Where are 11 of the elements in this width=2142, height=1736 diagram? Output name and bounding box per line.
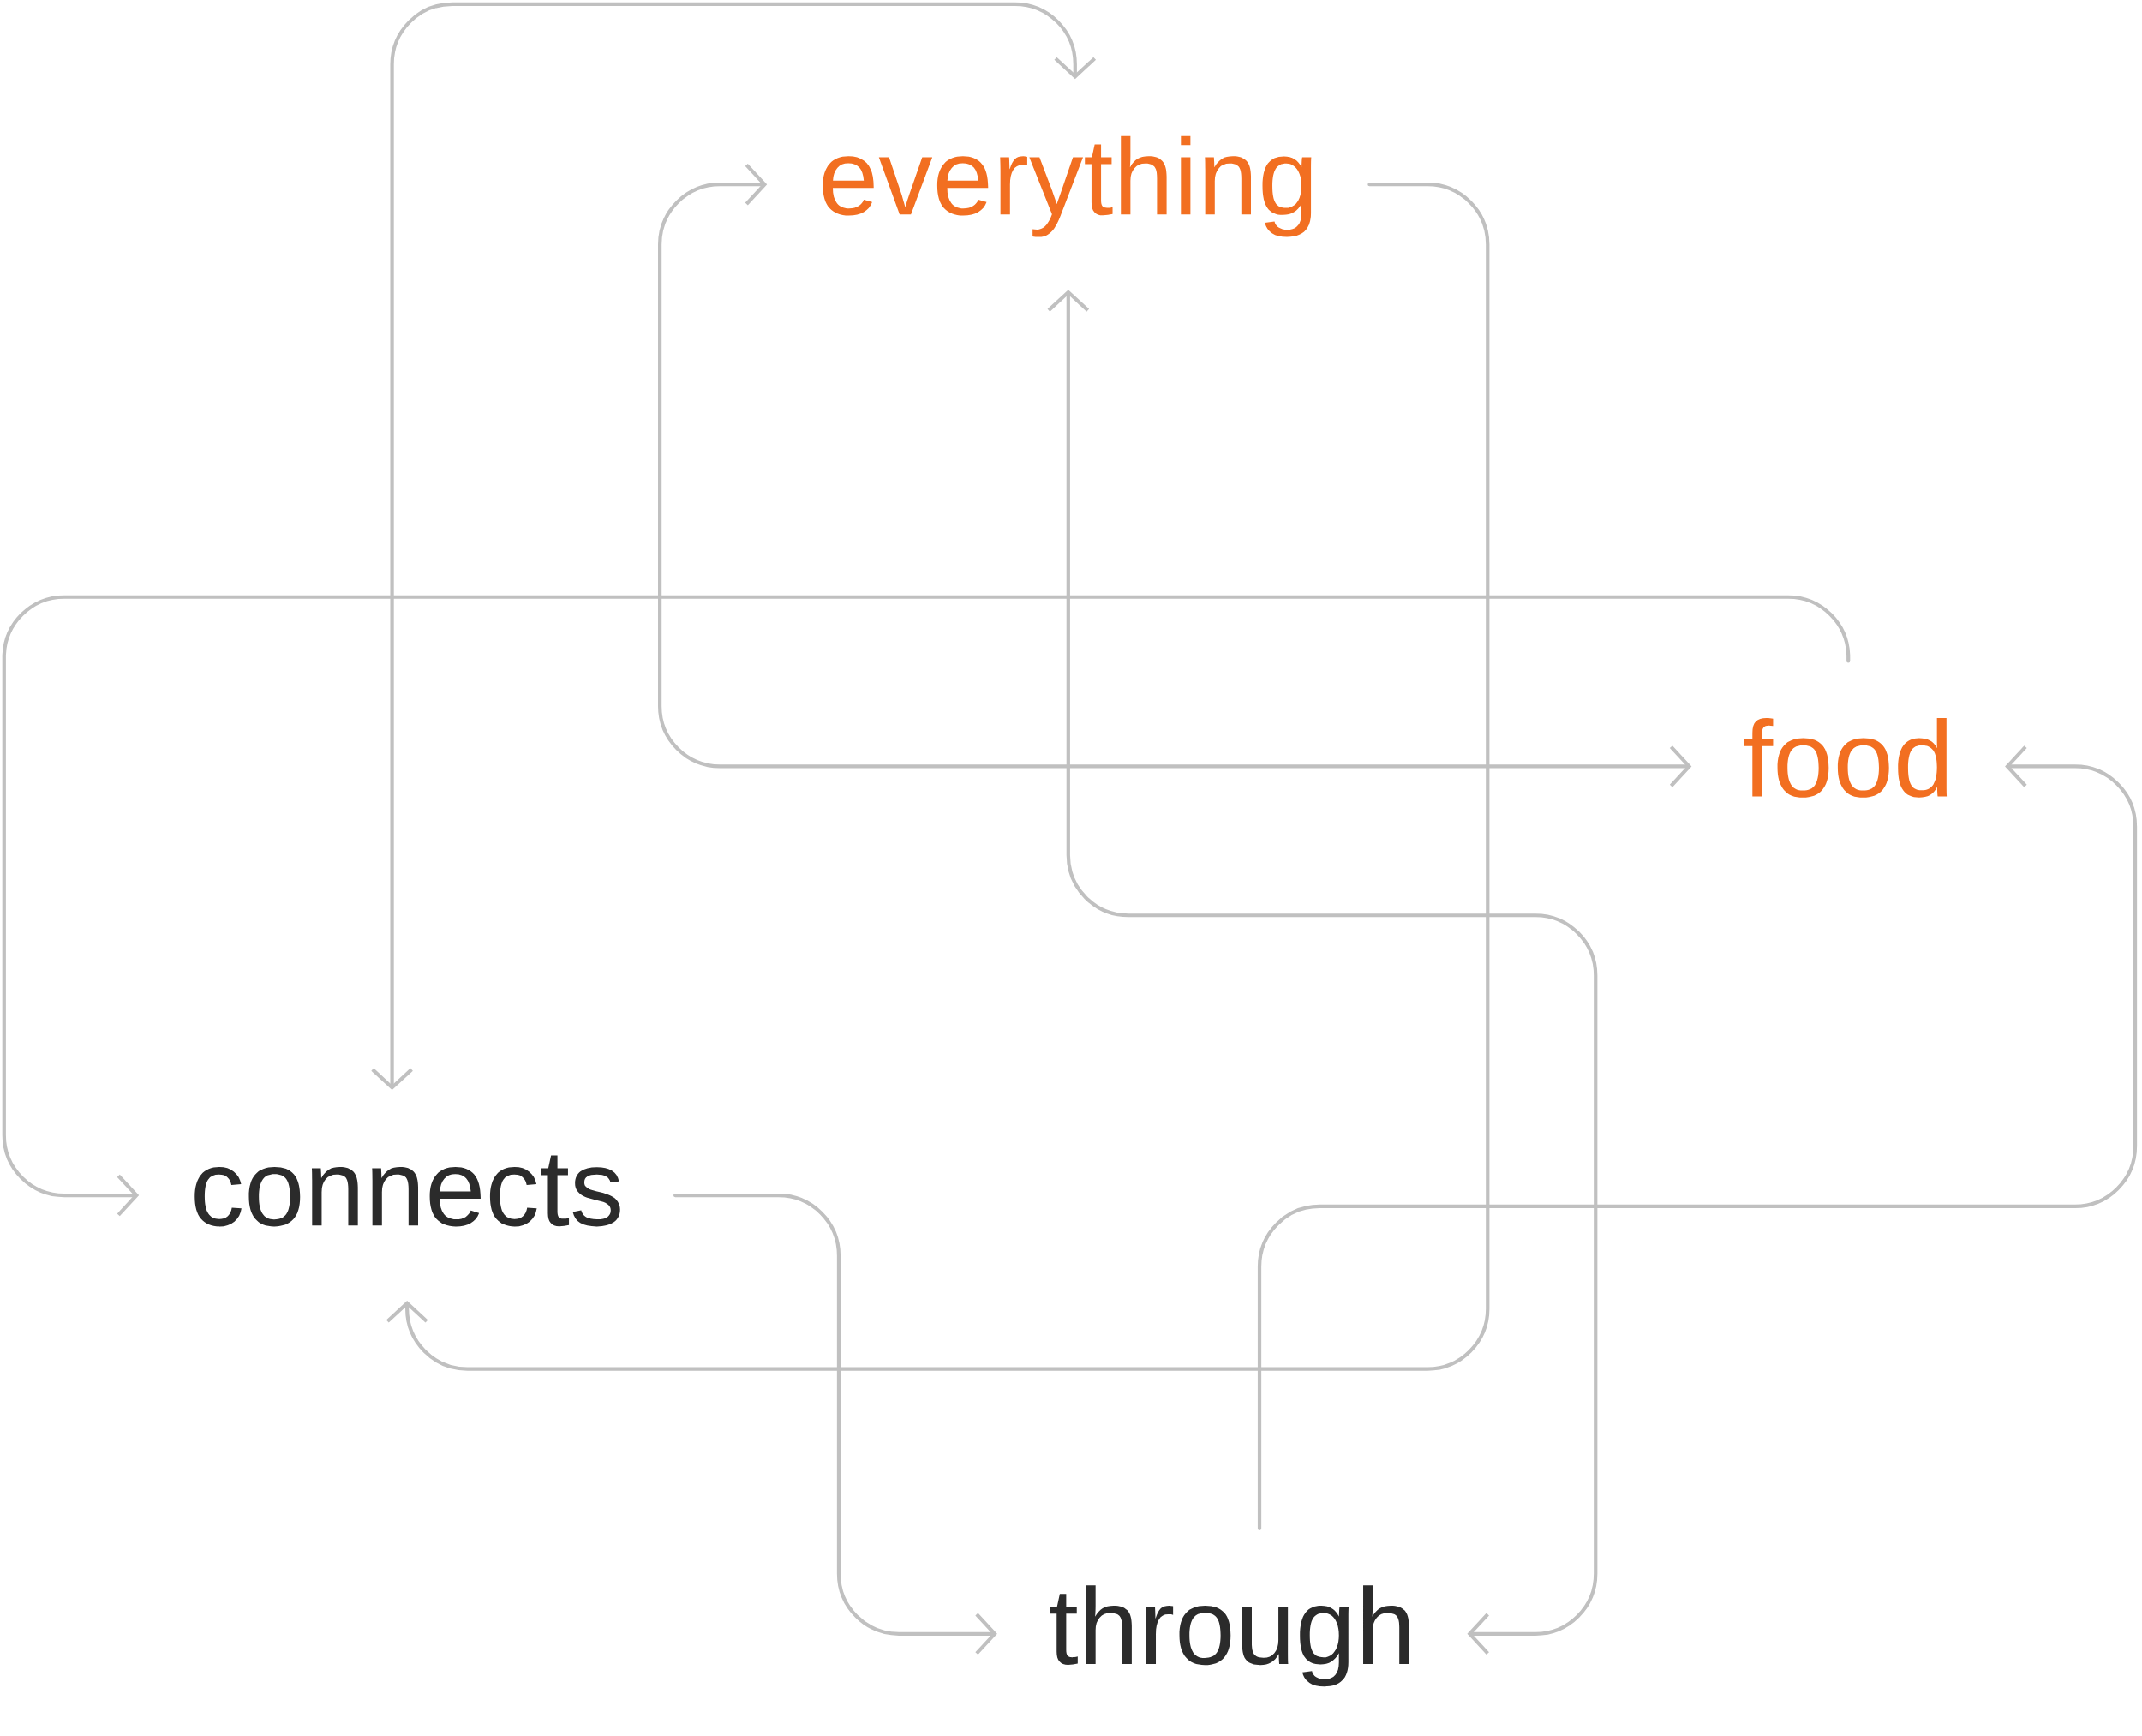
arrow [2, 595, 1851, 1217]
arrow [386, 182, 1490, 1371]
arrow [673, 1193, 997, 1655]
arrow [371, 2, 1097, 1090]
word: through [1050, 1585, 1409, 1686]
word: food [1744, 717, 1948, 798]
arrow [1257, 745, 2138, 1530]
arrow [658, 163, 1692, 787]
word: everything [823, 135, 1312, 237]
word: connects [194, 1155, 620, 1227]
arrow [1047, 289, 1598, 1655]
